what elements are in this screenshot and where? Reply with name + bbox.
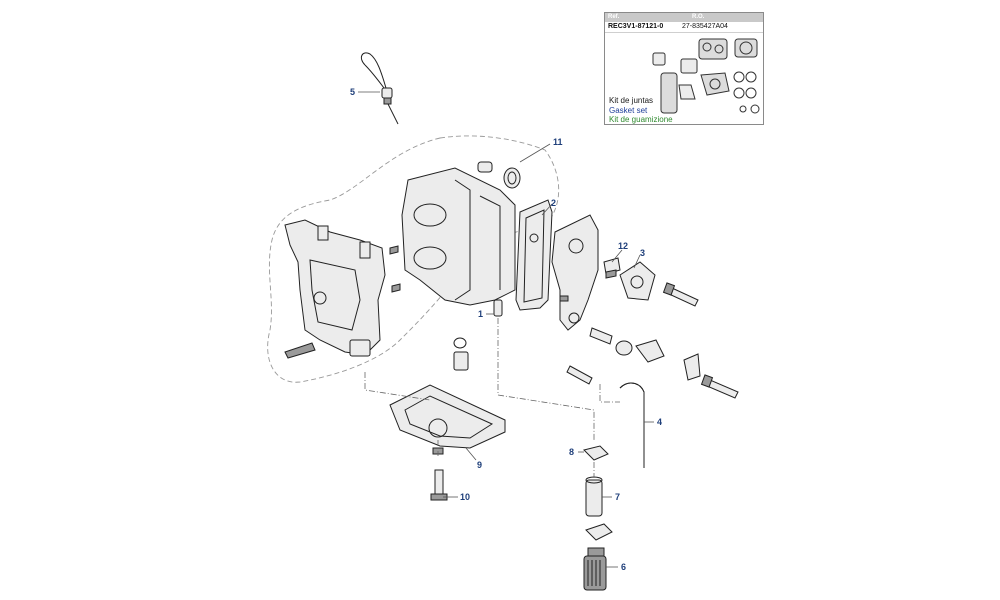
callout-5: 5 [350, 87, 355, 97]
kit-label-en: Gasket set [609, 105, 648, 115]
kit-label-es: Kit de juntas [609, 96, 654, 105]
leader-12 [611, 249, 623, 263]
callout-12: 12 [618, 241, 628, 251]
exhaust-cover-part [551, 214, 599, 331]
shaft-part [589, 327, 701, 381]
pin-part-1 [493, 299, 503, 317]
fitting-part-12 [603, 257, 621, 279]
hose-part [619, 382, 645, 468]
kit-header-ref: Ref. [608, 14, 620, 20]
kit-header-ro: R.O. [692, 14, 705, 20]
dipstick-part [360, 52, 399, 125]
kit-code-row: REC3V1-87121-0 27-835427A04 [605, 22, 763, 33]
tube-part-7 [585, 476, 603, 517]
bolt-part-10 [430, 447, 448, 501]
gasket-kit-reference-box[interactable]: Ref. R.O. REC3V1-87121-0 27-835427A04 Ki… [604, 12, 764, 125]
oil-filter-part-6 [583, 547, 607, 591]
callout-7: 7 [615, 492, 620, 502]
kit-ref-code: REC3V1-87121-0 [608, 23, 664, 30]
crankcase-left-part [284, 219, 386, 359]
kit-label-it: Kit de guamizione [609, 115, 673, 124]
leader-9 [465, 447, 477, 461]
bolt-center-lower [566, 365, 593, 385]
clip-part-8 [583, 445, 609, 461]
oil-strainer-top-part [453, 337, 469, 371]
callout-6: 6 [621, 562, 626, 572]
assembly-leader-2 [497, 318, 595, 440]
leader-2 [541, 203, 553, 216]
base-gasket-part [389, 384, 506, 449]
leader-11 [519, 143, 551, 163]
thermostat-part [503, 167, 521, 189]
kit-header: Ref. R.O. [605, 13, 763, 22]
callout-11: 11 [553, 137, 563, 147]
leader-3 [633, 254, 641, 269]
callout-2: 2 [551, 198, 556, 208]
kit-names: Kit de juntas Gasket set Kit de guamizio… [609, 96, 673, 125]
callout-10: 10 [460, 492, 470, 502]
callout-8: 8 [569, 447, 574, 457]
clamp-part [585, 523, 613, 541]
assembly-boundary [267, 135, 560, 383]
bolt-right-lower [700, 374, 739, 399]
callout-9: 9 [477, 460, 482, 470]
assembly-leader-1 [364, 372, 431, 401]
gasket-part [515, 199, 553, 311]
bolt-right-upper [662, 282, 699, 307]
callout-1: 1 [478, 309, 483, 319]
kit-ro-code: 27-835427A04 [682, 23, 728, 30]
cover-part-3 [619, 261, 656, 301]
gasket-kit-thumbnail [652, 38, 760, 114]
callout-4: 4 [657, 417, 662, 427]
assembly-leader-5 [599, 384, 620, 403]
cylinder-block-part [389, 161, 521, 306]
callout-3: 3 [640, 248, 645, 258]
